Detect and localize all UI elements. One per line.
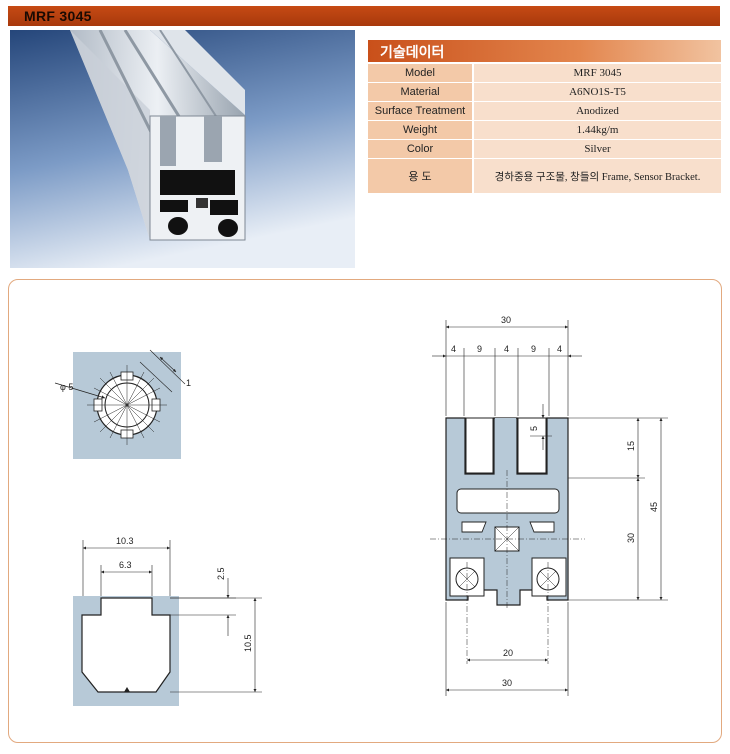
bore-dia-label: φ 5 xyxy=(60,382,73,392)
spec-key: Surface Treatment xyxy=(368,101,473,121)
title-bar: MRF 3045 xyxy=(8,6,720,26)
dim-h-upper: 15 xyxy=(626,441,636,451)
spec-value: MRF 3045 xyxy=(472,64,721,83)
spec-table: Model MRF 3045 Material A6NO1S-T5 Surfac… xyxy=(368,64,721,194)
dim-h-total: 45 xyxy=(649,502,659,512)
spec-row: Surface Treatment Anodized xyxy=(368,101,721,121)
dim-h-lower: 30 xyxy=(626,533,636,543)
profile-section xyxy=(430,417,585,664)
page-title: MRF 3045 xyxy=(24,8,92,24)
spec-row: Weight 1.44kg/m xyxy=(368,120,721,140)
bore-detail: φ 5 1 xyxy=(54,349,191,459)
spec-key: Model xyxy=(368,64,473,83)
slot-lip-label: 2.5 xyxy=(216,567,226,580)
spec-key: 용 도 xyxy=(368,158,473,194)
dim-bottom-total: 30 xyxy=(502,678,512,688)
spec-row: Material A6NO1S-T5 xyxy=(368,82,721,102)
dim-top-total: 30 xyxy=(501,315,511,325)
spec-key: Material xyxy=(368,82,473,102)
spec-panel: 기술데이터 Model MRF 3045 Material A6NO1S-T5 … xyxy=(368,40,721,197)
spec-value: Silver xyxy=(472,139,721,159)
dim-slot-depth: 5 xyxy=(529,426,539,431)
dim-seg4: 9 xyxy=(531,344,536,354)
spec-row: Model MRF 3045 xyxy=(368,64,721,83)
dim-seg2: 9 xyxy=(477,344,482,354)
dim-bottom-inner: 20 xyxy=(503,648,513,658)
dim-seg3: 4 xyxy=(504,344,509,354)
dim-seg5: 4 xyxy=(557,344,562,354)
spec-row: 용 도 경하중용 구조물, 창들의 Frame, Sensor Bracket. xyxy=(368,158,721,194)
drawing-frame xyxy=(8,279,722,743)
spec-header: 기술데이터 xyxy=(368,40,721,62)
spec-value: 1.44kg/m xyxy=(472,120,721,140)
spec-value: 경하중용 구조물, 창들의 Frame, Sensor Bracket. xyxy=(472,158,721,194)
spec-header-label: 기술데이터 xyxy=(380,45,445,61)
spec-value: Anodized xyxy=(472,101,721,121)
spec-key: Weight xyxy=(368,120,473,140)
slot-height-label: 10.5 xyxy=(243,634,253,652)
slot-inner-label: 6.3 xyxy=(119,560,132,570)
dim-seg1: 4 xyxy=(451,344,456,354)
profile-dimensions xyxy=(432,320,668,696)
spec-value: A6NO1S-T5 xyxy=(472,82,721,102)
product-photo xyxy=(10,30,355,268)
slot-detail: 10.3 6.3 2.5 10.5 xyxy=(73,536,262,706)
spec-row: Color Silver xyxy=(368,139,721,159)
spec-key: Color xyxy=(368,139,473,159)
slot-outer-label: 10.3 xyxy=(116,536,134,546)
wall-label: 1 xyxy=(186,378,191,388)
